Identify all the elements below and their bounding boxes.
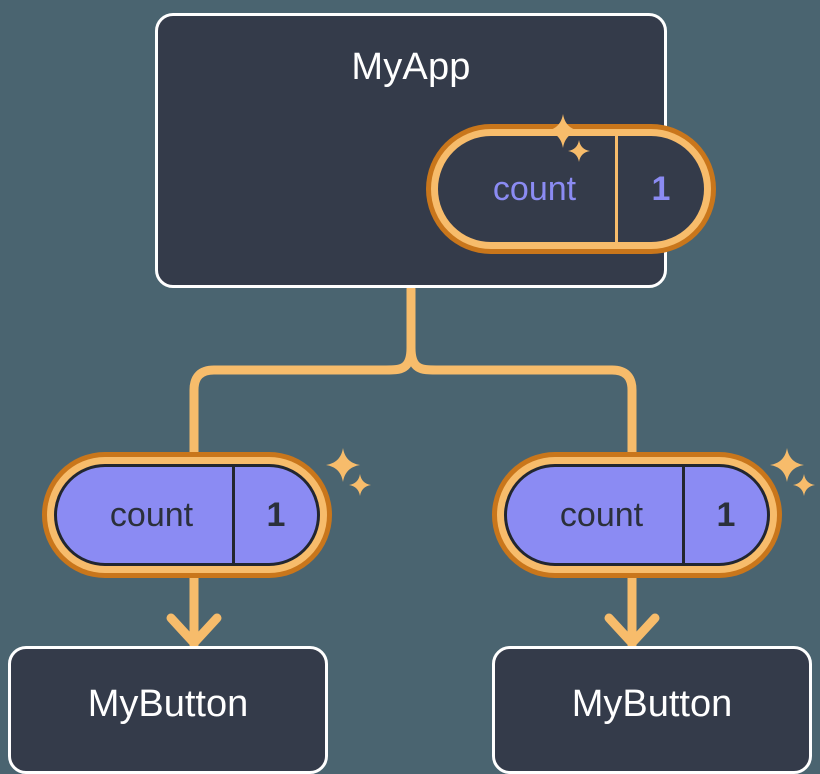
state-value-label: 1 <box>615 136 704 242</box>
state-pill-ring: count 1 <box>431 129 711 249</box>
sparkle-small-icon <box>349 474 371 496</box>
state-pill-body: count 1 <box>504 464 770 566</box>
sparkle-large-icon <box>770 448 804 482</box>
arrow-head-right <box>604 613 660 648</box>
arrow-head-left <box>166 613 222 648</box>
state-value-label: 1 <box>682 467 767 563</box>
sparkle-large-icon <box>326 448 360 482</box>
state-pill-ring: count 1 <box>497 457 777 573</box>
state-key-label: count <box>492 169 577 208</box>
sparkle-small-icon <box>793 474 815 496</box>
component-title-mybutton-left: MyButton <box>87 683 249 725</box>
state-pill-branch-left[interactable]: count 1 <box>42 452 332 578</box>
state-pill-body: count 1 <box>438 136 704 242</box>
state-value-label: 1 <box>232 467 317 563</box>
state-pill-ring: count 1 <box>47 457 327 573</box>
component-card-mybutton-right[interactable]: MyButton <box>492 646 812 774</box>
component-card-myapp[interactable]: MyApp count 1 <box>155 13 716 288</box>
state-key-label: count <box>109 495 194 534</box>
component-card-mybutton-left[interactable]: MyButton <box>8 646 328 774</box>
state-pill-myapp[interactable]: count 1 <box>426 124 716 254</box>
connector-branch-right <box>406 343 637 457</box>
state-pill-body: count 1 <box>54 464 320 566</box>
state-key-label: count <box>559 495 644 534</box>
component-title-myapp: MyApp <box>351 46 471 88</box>
component-title-mybutton-right: MyButton <box>571 683 733 725</box>
state-pill-branch-right[interactable]: count 1 <box>492 452 782 578</box>
connector-branch-left <box>189 343 416 457</box>
